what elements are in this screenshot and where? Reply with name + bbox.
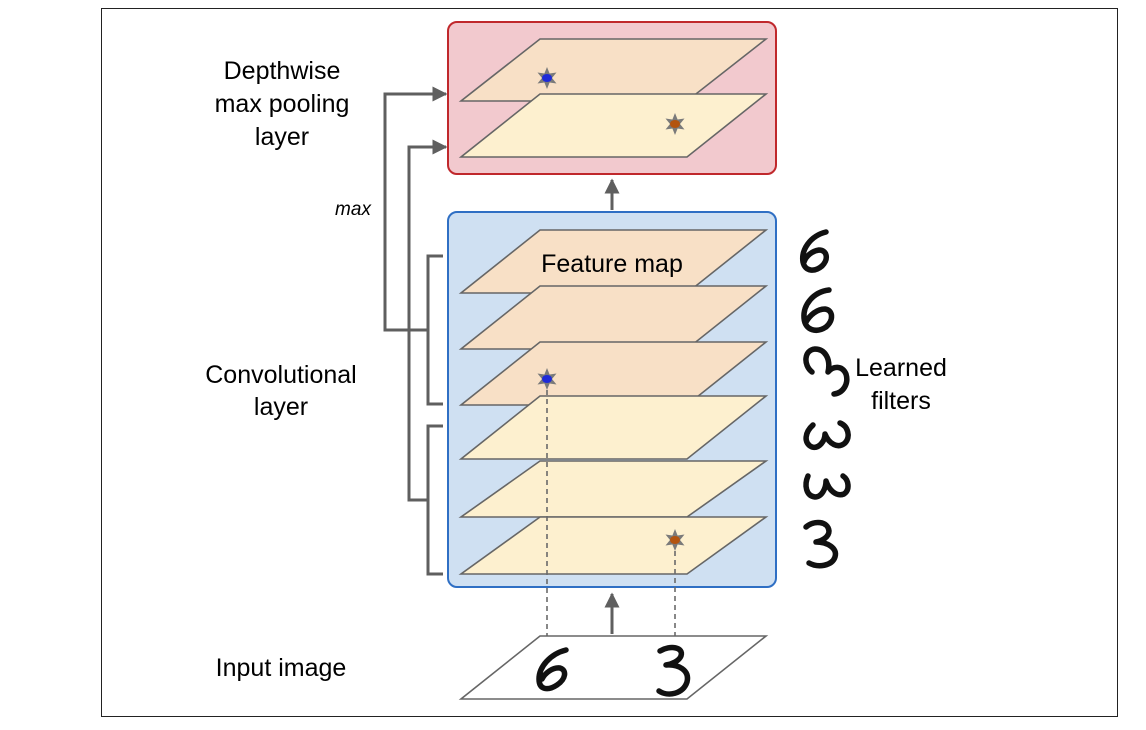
pooling-layer-label-line2: max pooling xyxy=(215,90,350,118)
star-orange-feature xyxy=(665,529,685,551)
feature-map-4 xyxy=(458,395,769,460)
filter-three-2 xyxy=(803,473,851,500)
star-orange-pooled xyxy=(665,113,685,135)
conv-layer-label-line1: Convolutional xyxy=(205,361,357,389)
input-digit-three xyxy=(656,644,691,697)
pooled-map-bottom xyxy=(458,93,769,158)
pooling-layer-label-line1: Depthwise xyxy=(224,57,341,85)
input-digit-six xyxy=(536,647,569,692)
max-label: max xyxy=(335,199,372,220)
feature-map-6 xyxy=(458,516,769,575)
filter-six-3 xyxy=(803,346,850,397)
filter-three-1 xyxy=(803,420,851,451)
learned-filters-label-line1: Learned xyxy=(855,354,947,382)
star-blue-pooled xyxy=(537,67,557,89)
filter-six-2 xyxy=(801,287,835,333)
filter-six-1 xyxy=(800,229,829,273)
max-arrow-lower xyxy=(407,139,448,502)
max-arrow-upper xyxy=(383,86,448,332)
input-image-label: Input image xyxy=(216,654,347,682)
filter-three-3 xyxy=(803,519,839,569)
conv-layer-label-line2: layer xyxy=(254,393,308,421)
learned-filters-label-line2: filters xyxy=(871,387,931,415)
pooling-layer-label-line3: layer xyxy=(255,123,309,151)
feature-map-label: Feature map xyxy=(541,250,683,278)
star-blue-feature xyxy=(537,368,557,390)
